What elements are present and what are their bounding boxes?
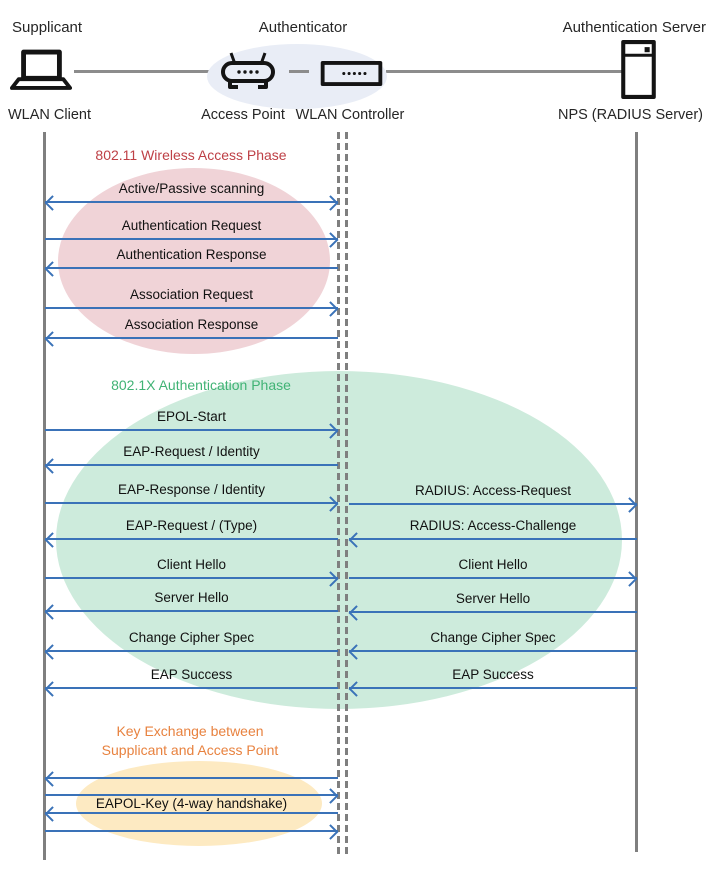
actor-role-authentication-server: Authentication Server [562, 19, 706, 36]
arrow-line [45, 824, 339, 840]
arrow-line [44, 644, 338, 660]
arrow-line [44, 331, 338, 347]
arrow-line [45, 232, 339, 248]
message-label: Association Response [124, 317, 259, 332]
phase-title-key-exchange-line2: Supplicant and Access Point [101, 742, 279, 758]
device-label-nps-radius-server: NPS (RADIUS Server) [557, 107, 703, 123]
message-label: EAP Success [150, 667, 233, 682]
wlan-controller-icon [320, 61, 383, 91]
message-label: Server Hello [455, 591, 531, 606]
arrow-line [44, 458, 338, 474]
message-label: EAP-Request / Identity [123, 444, 260, 459]
arrow-line [44, 771, 338, 787]
arrow-line [349, 571, 638, 587]
arrow-line [45, 423, 339, 439]
connector-line [386, 70, 622, 73]
device-label-wlan-client: WLAN Client [8, 107, 91, 123]
arrow-line [349, 497, 638, 513]
actor-role-supplicant: Supplicant [12, 19, 83, 36]
message-label: EAPOL-Key (4-way handshake) [95, 796, 288, 811]
phase-title-wireless-access: 802.11 Wireless Access Phase [95, 147, 287, 163]
arrowhead-left-icon [44, 195, 61, 211]
arrow-line [44, 806, 338, 822]
message-label: EAP-Request / (Type) [125, 518, 258, 533]
message-label: Client Hello [156, 557, 227, 572]
message-label: EAP Success [452, 667, 534, 682]
arrow-line [348, 532, 637, 548]
message-label: Authentication Response [116, 247, 267, 262]
arrow-line [45, 301, 339, 317]
message-label: EPOL-Start [156, 409, 227, 424]
arrow-line [45, 571, 339, 587]
arrowhead-left-icon [44, 331, 61, 347]
arrowhead-left-icon [44, 771, 61, 787]
phase-title-key-exchange-line1: Key Exchange between [116, 723, 264, 739]
arrowhead-left-icon [44, 458, 61, 474]
message-label: RADIUS: Access-Request [414, 483, 572, 498]
message-label: Association Request [129, 287, 254, 302]
laptop-icon [10, 49, 72, 97]
connector-line [74, 70, 210, 73]
message-label: Change Cipher Spec [430, 630, 556, 645]
arrow-line [44, 604, 338, 620]
lifeline-access-point [337, 132, 340, 855]
arrow-line [44, 532, 338, 548]
arrow-line [348, 644, 637, 660]
phase-title-authentication: 802.1X Authentication Phase [111, 377, 291, 393]
authenticator-group-ellipse [207, 44, 387, 109]
message-label: Change Cipher Spec [128, 630, 255, 645]
message-label: EAP-Response / Identity [117, 482, 266, 497]
message-label: RADIUS: Access-Challenge [409, 518, 577, 533]
phase-title-key-exchange: Key Exchange between Supplicant and Acce… [44, 722, 336, 760]
message-label: Client Hello [458, 557, 528, 572]
arrowhead-left-icon [44, 644, 61, 660]
arrow-line [44, 195, 339, 211]
device-label-access-point: Access Point [201, 107, 285, 123]
arrow-line [348, 681, 637, 697]
server-icon [621, 40, 656, 104]
device-label-wlan-controller: WLAN Controller [295, 107, 405, 123]
connector-line [289, 70, 309, 73]
arrow-line [45, 788, 339, 804]
arrow-line [44, 681, 338, 697]
lifeline-radius-server [635, 132, 638, 852]
message-label: Server Hello [154, 590, 229, 605]
access-point-icon [218, 51, 278, 96]
arrow-line [348, 605, 637, 621]
arrow-line [44, 261, 338, 277]
message-label: Active/Passive scanning [118, 181, 265, 196]
phase-ellipse-wireless-access [58, 168, 330, 354]
actor-role-authenticator: Authenticator [258, 19, 348, 36]
lifeline-wlan-controller [345, 132, 348, 855]
arrowhead-left-icon [44, 681, 61, 697]
arrow-line [45, 496, 339, 512]
message-label: Authentication Request [121, 218, 262, 233]
lifeline-wlan-client [43, 132, 46, 860]
arrowhead-left-icon [44, 604, 61, 620]
